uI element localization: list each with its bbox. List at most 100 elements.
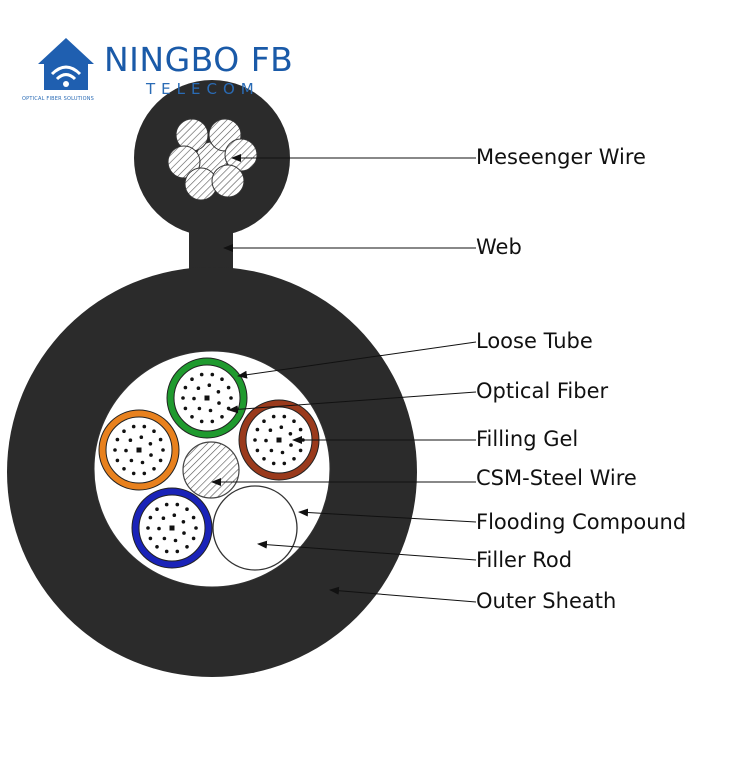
optical-fiber-dot xyxy=(271,461,276,466)
optical-fiber-dot xyxy=(164,502,169,507)
optical-fiber-dot xyxy=(269,448,274,453)
optical-fiber-dot xyxy=(288,432,293,436)
tube-center-mark xyxy=(204,395,210,401)
optical-fiber-dot xyxy=(148,536,153,541)
brand-logo: NINGBO FB TELECOM OPTICAL FIBER SOLUTION… xyxy=(18,36,318,106)
optical-fiber-dot xyxy=(253,438,257,442)
optical-fiber-dot xyxy=(181,520,186,524)
label-messenger-wire: Meseenger Wire xyxy=(476,145,646,169)
optical-fiber-dot xyxy=(155,545,159,549)
optical-fiber-dot xyxy=(194,526,198,530)
optical-fiber-dot xyxy=(183,385,188,390)
optical-fiber-dot xyxy=(190,415,194,419)
optical-fiber-dot xyxy=(115,437,120,442)
optical-fiber-dot xyxy=(149,453,153,457)
label-filling-gel: Filling Gel xyxy=(476,427,579,451)
csm-steel-wire xyxy=(182,441,240,499)
optical-fiber-dot xyxy=(124,448,128,453)
optical-fiber-dot xyxy=(183,406,188,411)
optical-fiber-dot xyxy=(210,419,215,424)
brand-name: NINGBO FB xyxy=(104,40,294,79)
optical-fiber-dot xyxy=(161,516,166,520)
optical-fiber-dot xyxy=(161,448,165,452)
optical-fiber-dot xyxy=(162,536,167,541)
optical-fiber-dot xyxy=(207,383,212,388)
leader-lines xyxy=(211,154,477,603)
optical-fiber-dot xyxy=(146,526,150,530)
optical-fiber-dot xyxy=(298,448,303,453)
optical-fiber-dot xyxy=(157,526,161,531)
optical-fiber-dot xyxy=(148,442,153,446)
loose-tube-brown xyxy=(238,399,320,481)
optical-fiber-dot xyxy=(199,419,204,424)
optical-fiber-dot xyxy=(181,396,185,400)
optical-fiber-dot xyxy=(113,448,117,452)
optical-fiber-dot xyxy=(131,424,136,429)
optical-fiber-dot xyxy=(155,507,159,512)
loose-tube-blue xyxy=(131,487,213,569)
optical-fiber-dot xyxy=(158,437,163,442)
optical-fiber-dot xyxy=(220,377,224,382)
optical-fiber-dot xyxy=(292,419,296,424)
optical-fiber-dot xyxy=(255,448,260,453)
optical-fiber-dot xyxy=(122,429,126,434)
optical-fiber-dot xyxy=(191,536,196,541)
label-flooding-compound: Flooding Compound xyxy=(476,510,687,534)
filler-rod xyxy=(212,485,298,571)
label-outer-sheath: Outer Sheath xyxy=(476,589,617,613)
optical-fiber-dot xyxy=(289,443,293,447)
optical-fiber-dot xyxy=(226,385,231,390)
optical-fiber-dot xyxy=(255,427,260,432)
optical-fiber-dot xyxy=(279,425,284,430)
optical-fiber-dot xyxy=(142,424,147,429)
optical-fiber-dot xyxy=(152,429,156,434)
loose-tube-green xyxy=(166,357,248,439)
optical-fiber-dot xyxy=(280,450,285,455)
tube-center-mark xyxy=(169,525,175,531)
label-web: Web xyxy=(476,235,522,259)
optical-fiber-dot xyxy=(298,427,303,432)
optical-fiber-dot xyxy=(175,549,180,554)
optical-fiber-dot xyxy=(282,414,287,419)
optical-fiber-dot xyxy=(192,396,196,401)
optical-fiber-dot xyxy=(262,419,266,424)
optical-fiber-dot xyxy=(158,458,163,463)
optical-fiber-dot xyxy=(190,377,194,382)
optical-fiber-dot xyxy=(142,471,147,476)
label-optical-fiber: Optical Fiber xyxy=(476,379,609,403)
optical-fiber-dot xyxy=(196,386,201,391)
optical-fiber-dot xyxy=(175,502,180,507)
optical-fiber-dot xyxy=(173,538,178,543)
optical-fiber-dot xyxy=(185,507,189,512)
optical-fiber-dot xyxy=(182,531,186,535)
optical-fiber-dot xyxy=(191,515,196,520)
optical-fiber-dot xyxy=(197,406,202,411)
optical-fiber-dot xyxy=(217,401,221,405)
optical-fiber-dot xyxy=(229,396,233,400)
optical-fiber-dot xyxy=(115,458,120,463)
optical-fiber-dot xyxy=(199,372,204,377)
optical-fiber-dot xyxy=(152,467,156,471)
optical-fiber-dot xyxy=(208,408,213,413)
brand-subtitle: TELECOM xyxy=(146,80,260,98)
optical-fiber-dot xyxy=(292,457,296,461)
optical-fiber-dot xyxy=(185,545,189,549)
optical-fiber-dot xyxy=(220,415,224,419)
optical-fiber-dot xyxy=(122,467,126,471)
optical-fiber-dot xyxy=(264,438,268,443)
messenger-strands xyxy=(167,118,258,201)
loose-tubes xyxy=(98,357,320,569)
loose-tube-orange xyxy=(98,409,180,491)
optical-fiber-dot xyxy=(216,390,221,394)
optical-fiber-dot xyxy=(172,513,177,517)
optical-fiber-dot xyxy=(129,458,134,463)
brand-tagline: OPTICAL FIBER SOLUTIONS xyxy=(22,96,95,102)
optical-fiber-dot xyxy=(140,460,145,465)
optical-fiber-dot xyxy=(131,471,136,476)
optical-fiber-dot xyxy=(128,438,133,443)
house-wifi-icon xyxy=(38,38,94,90)
optical-fiber-dot xyxy=(210,372,215,377)
tube-center-mark xyxy=(276,437,282,443)
